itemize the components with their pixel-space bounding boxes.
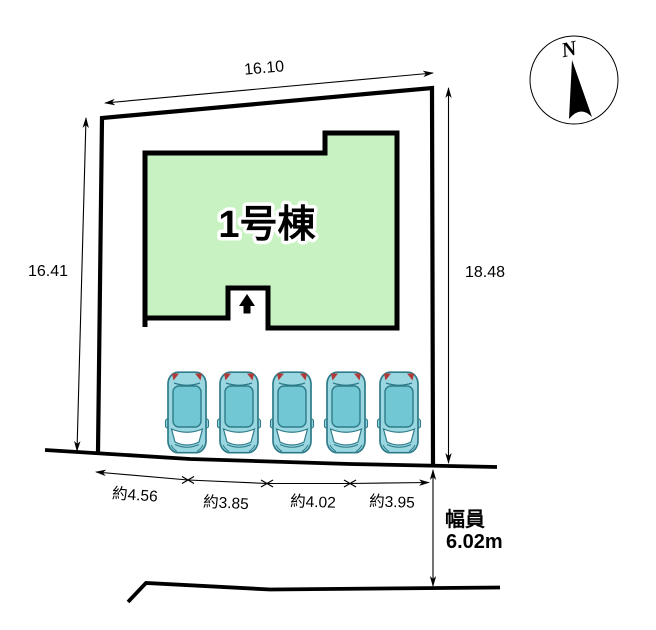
compass-needle-icon [569,60,592,119]
building-label: 1号棟 [218,204,316,246]
dim-tick-marks [181,475,357,488]
parking-dim-label-4: 約3.95 [369,492,415,512]
parking-dim-label-2: 約3.85 [203,493,250,513]
parking-dim-label-1: 約4.56 [112,484,159,505]
road-far-edge [126,581,501,604]
car-icon [323,371,369,454]
dim-label-right: 18.48 [465,264,505,281]
dim-label-top: 16.10 [243,58,284,78]
dim-line-parking [95,469,430,486]
road-width-label: 幅員 [445,508,485,531]
compass-north-label: N [558,36,580,63]
car-icon [164,371,210,454]
compass: N [529,35,619,125]
compass-circle [529,35,619,125]
car-icon [216,371,262,454]
entrance-arrow-icon [239,294,255,314]
road-near-edge [44,448,498,469]
building-footprint [142,130,400,331]
dim-line-left [74,117,89,452]
car-icon [376,371,422,454]
dim-line-top [104,70,434,106]
dim-label-left: 16.41 [28,263,68,280]
road-width-value: 6.02m [446,531,503,553]
car-icon [269,371,315,454]
parking-dim-label-3: 約4.02 [290,492,336,512]
